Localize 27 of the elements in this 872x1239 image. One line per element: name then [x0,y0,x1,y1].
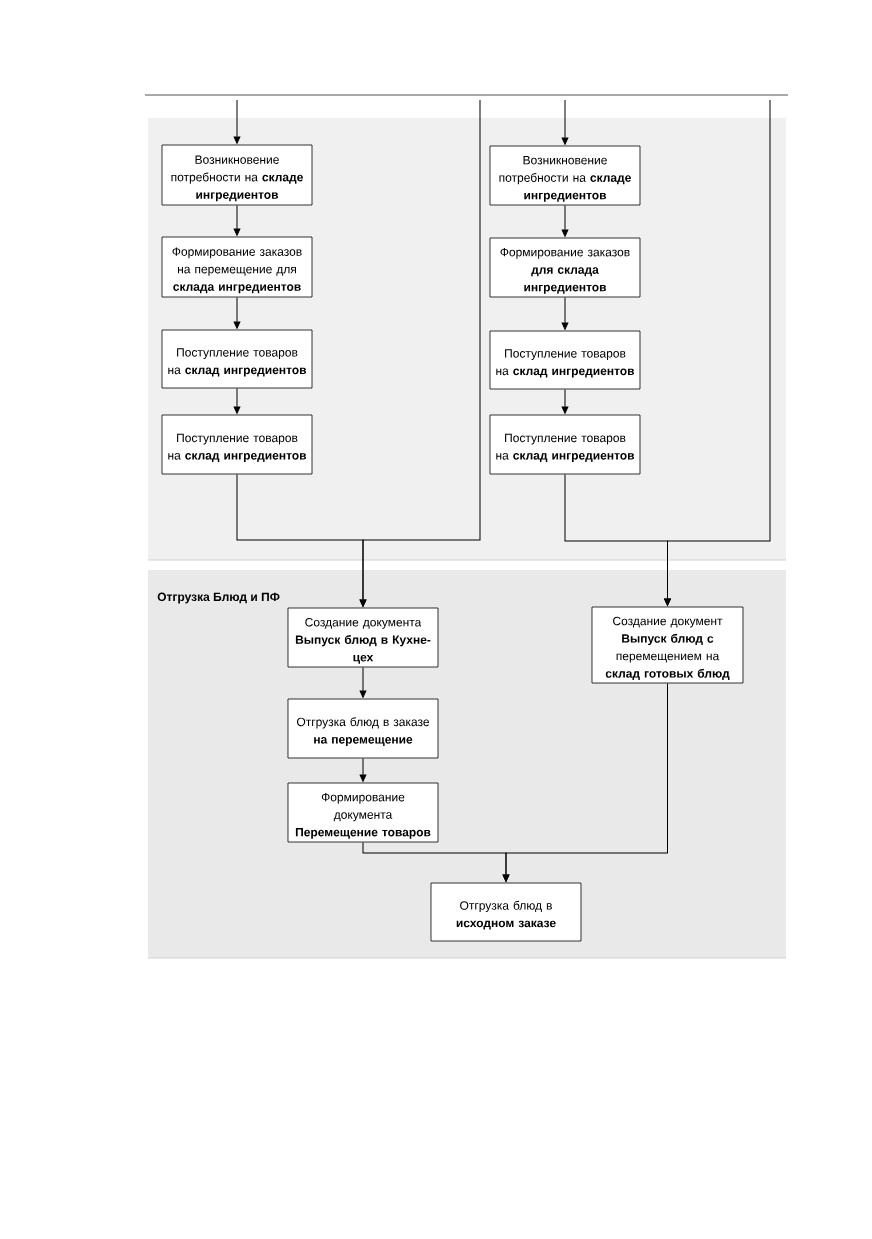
process-box: Отгрузка блюд в исходном заказе [430,882,582,942]
arrow [502,682,668,882]
arrow [359,99,481,607]
process-box: Поступление товаров на склад ингредиентов [161,329,313,389]
process-box: Создание документа Выпуск блюд в Кухне-цех [287,607,439,668]
arrow [561,296,569,330]
arrow [664,99,771,606]
process-box: Формирование документа Перемещение товаров [287,782,439,843]
process-box: Поступление товаров на склад ингредиентов [489,414,641,475]
arrow [561,388,569,414]
arrow [233,204,241,236]
process-box: Отгрузка блюд в заказе на перемещение [287,698,439,759]
arrow [233,387,241,414]
arrow [359,666,367,698]
arrow [561,99,569,145]
arrow [359,757,367,782]
arrow [233,99,241,144]
process-box: Возникновение потребности на складе ингредиентов [489,145,641,206]
process-box: Формирование заказов на перемещение для склада ингредиентов [161,236,313,298]
process-box: Создание документ Выпуск блюд с перемещением на склад готовых блюд [591,606,744,684]
process-box: Поступление товаров на склад ингредиентов [161,414,313,475]
lane-heading: Отгрузка Блюд и ПФ [157,592,280,604]
arrow [233,296,241,329]
process-box: Формирование заказов для склада ингредиентов [489,237,641,298]
process-box: Возникновение потребности на складе ингредиентов [161,144,313,206]
process-box: Поступление товаров на склад ингредиентов [489,330,641,390]
arrow [561,204,569,237]
